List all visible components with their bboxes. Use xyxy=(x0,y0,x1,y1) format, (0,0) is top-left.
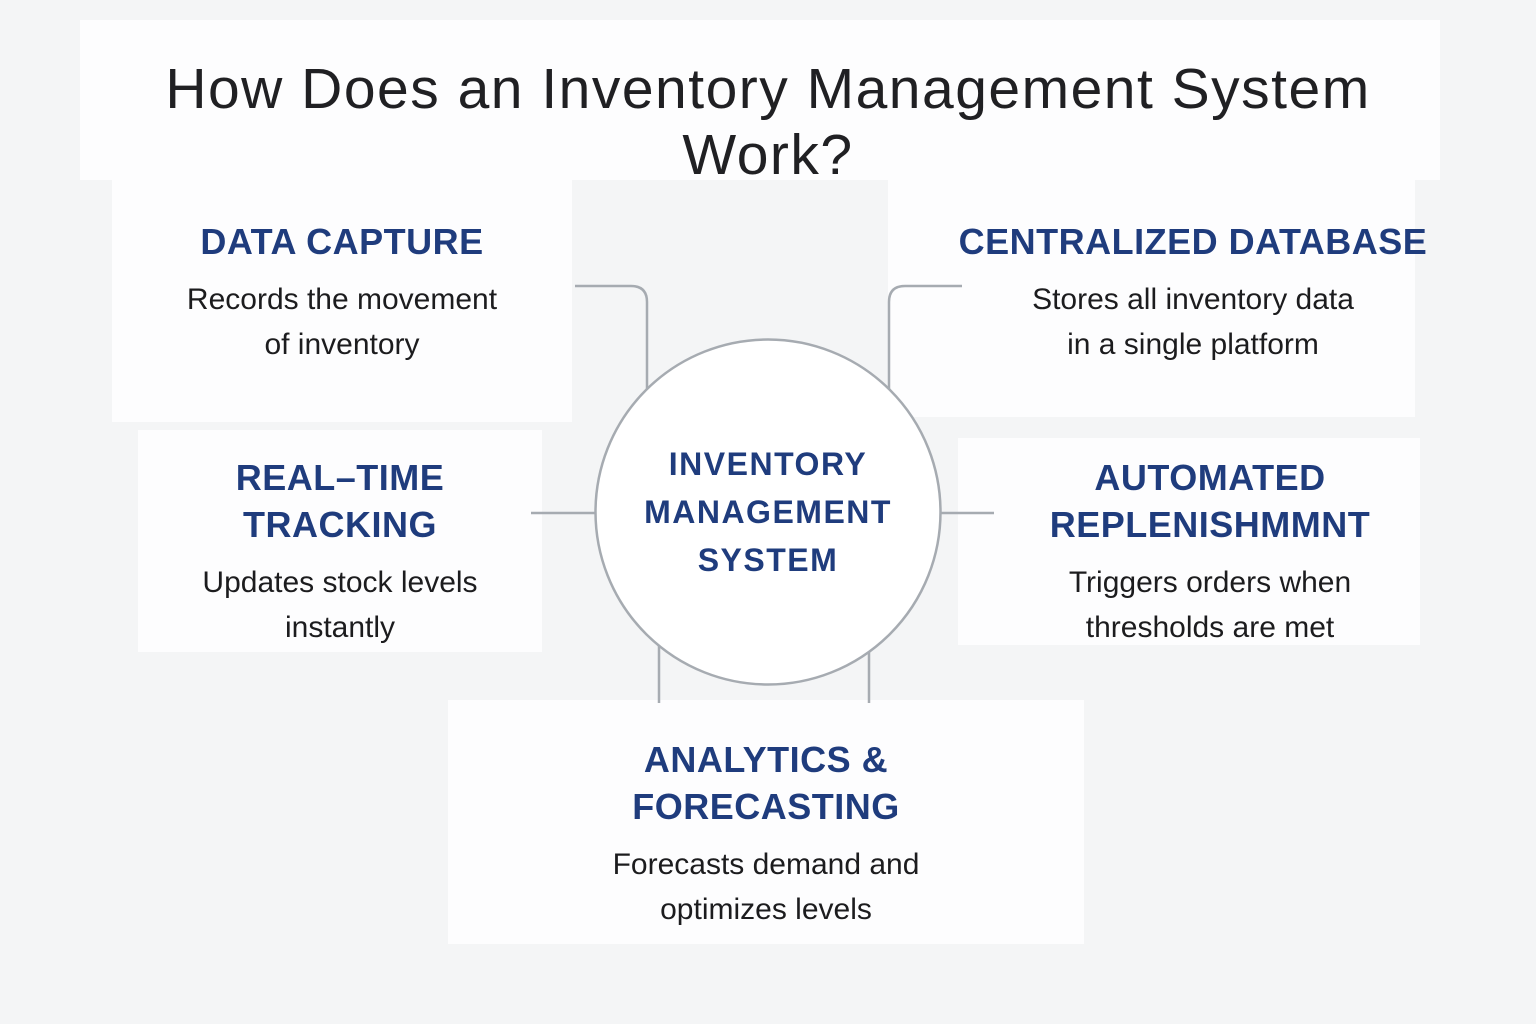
section-description: Triggers orders when thresholds are met xyxy=(1068,566,1352,644)
section-heading: ANALYTICS & FORECASTING xyxy=(632,739,900,827)
section-heading: CENTRALIZED DATABASE xyxy=(958,221,1428,262)
centralized-database-panel xyxy=(888,180,1415,417)
section-automated-replenishment: AUTOMATED REPLENISHMMNT Triggers orders … xyxy=(960,454,1460,650)
section-description: Records the movement of inventory xyxy=(186,283,498,361)
section-centralized-database: CENTRALIZED DATABASE Stores all inventor… xyxy=(888,218,1498,367)
automated-replenishment-panel xyxy=(958,438,1420,645)
center-circle xyxy=(594,338,942,686)
section-data-capture: DATA CAPTURE Records the movement of inv… xyxy=(112,218,572,367)
data-capture-panel xyxy=(112,180,572,422)
title-panel xyxy=(80,20,1440,180)
page-title: How Does an Inventory Management System … xyxy=(165,57,1371,187)
section-analytics-forecasting: ANALYTICS & FORECASTING Forecasts demand… xyxy=(446,736,1086,932)
analytics-forecasting-panel xyxy=(448,700,1084,944)
section-description: Updates stock levels instantly xyxy=(202,566,478,644)
section-description: Stores all inventory data in a single pl… xyxy=(1032,283,1354,361)
real-time-tracking-panel xyxy=(138,430,542,652)
section-description: Forecasts demand and optimizes levels xyxy=(612,848,920,926)
section-heading: DATA CAPTURE xyxy=(200,221,484,262)
section-heading: AUTOMATED REPLENISHMMNT xyxy=(1049,457,1371,545)
connector-data-capture xyxy=(575,284,649,390)
section-heading: REAL–TIME TRACKING xyxy=(235,457,445,545)
center-circle-label: INVENTORY MANAGEMENT SYSTEM xyxy=(644,446,892,578)
connector-centralized-database xyxy=(887,284,962,390)
section-real-time-tracking: REAL–TIME TRACKING Updates stock levels … xyxy=(110,454,570,650)
